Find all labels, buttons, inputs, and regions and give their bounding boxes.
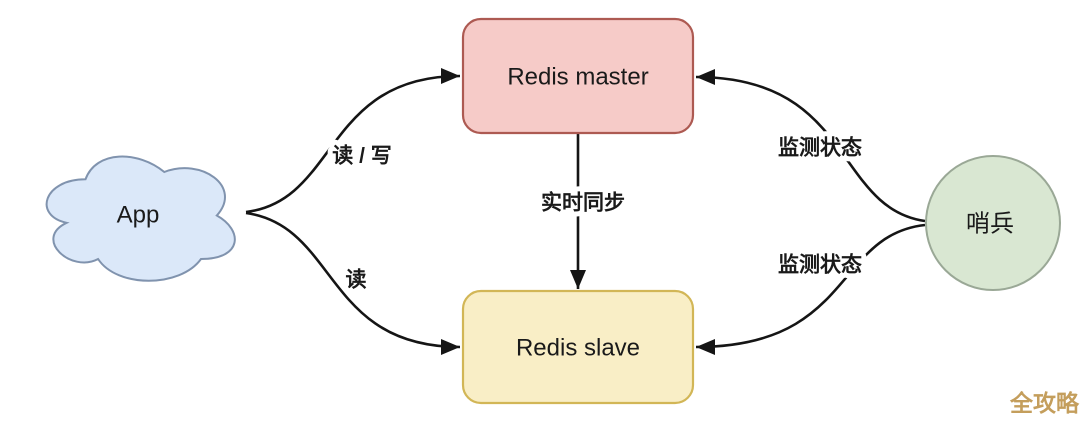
edge-label-read-write: 读 / 写 (332, 145, 392, 168)
app-label: App (117, 202, 160, 229)
watermark-text: 全攻略 (1009, 390, 1080, 416)
edge-label-monitor-status-top: 监测状态 (778, 136, 862, 160)
node-labels: App Redis master Redis slave 哨兵 (117, 64, 1014, 362)
app-cloud-shape (45, 155, 236, 282)
edge-label-read: 读 (346, 269, 367, 292)
sentinel-label: 哨兵 (966, 211, 1014, 238)
redis-master-label: Redis master (507, 64, 648, 91)
redis-slave-box (461, 289, 695, 405)
edge-app-to-master (245, 68, 461, 214)
sentinel-circle (925, 155, 1061, 291)
edge-label-monitor-status-bottom: 监测状态 (778, 253, 862, 277)
edge-app-to-slave (245, 211, 461, 355)
edge-sentinel-to-master (695, 69, 926, 223)
edge-sentinel-to-slave (695, 223, 926, 355)
edge-label-realtime-sync: 实时同步 (541, 191, 625, 215)
redis-slave-label: Redis slave (516, 335, 640, 362)
edge-labels: 读 / 写 读 实时同步 监测状态 监测状态 (327, 131, 867, 297)
nodes (45, 17, 1061, 405)
edges (245, 68, 926, 355)
redis-master-box (461, 17, 695, 135)
